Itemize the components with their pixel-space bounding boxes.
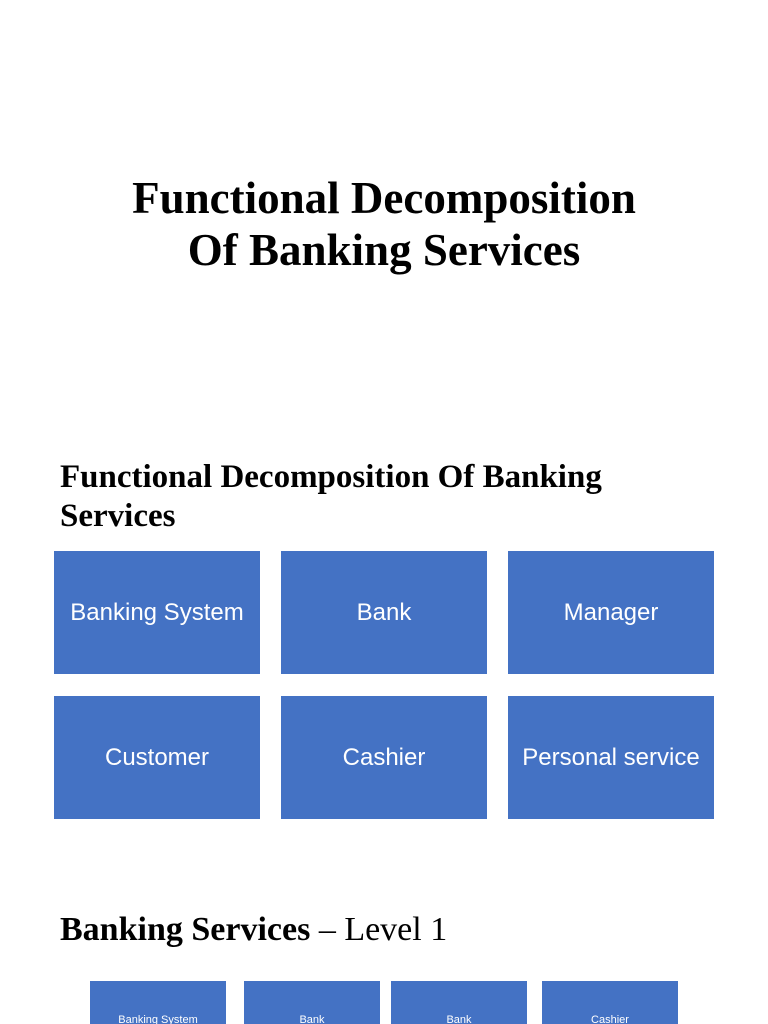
box-personal-service: Personal service: [508, 696, 714, 819]
level-heading-rest: – Level 1: [310, 911, 448, 948]
section-heading: Functional Decomposition Of Banking Serv…: [60, 459, 602, 534]
box-bank: Bank: [281, 551, 487, 674]
slide-title: Functional Decomposition Of Banking Serv…: [0, 172, 768, 276]
box-manager: Manager: [508, 551, 714, 674]
box-customer: Customer: [54, 696, 260, 819]
level-heading: Banking Services – Level 1: [60, 908, 447, 952]
slide-title-line-2: Of Banking Services: [187, 225, 581, 275]
slide-title-line-1: Functional Decomposition: [132, 173, 636, 223]
level-heading-bold: Banking Services: [60, 911, 311, 948]
level-box-bank-1: Bank: [244, 981, 380, 1024]
box-banking-system: Banking System: [54, 551, 260, 674]
level-box-banking-system: Banking System: [90, 981, 226, 1024]
box-cashier: Cashier: [281, 696, 487, 819]
level-box-bank-2: Bank: [391, 981, 527, 1024]
level-box-cashier: Cashier: [542, 981, 678, 1024]
